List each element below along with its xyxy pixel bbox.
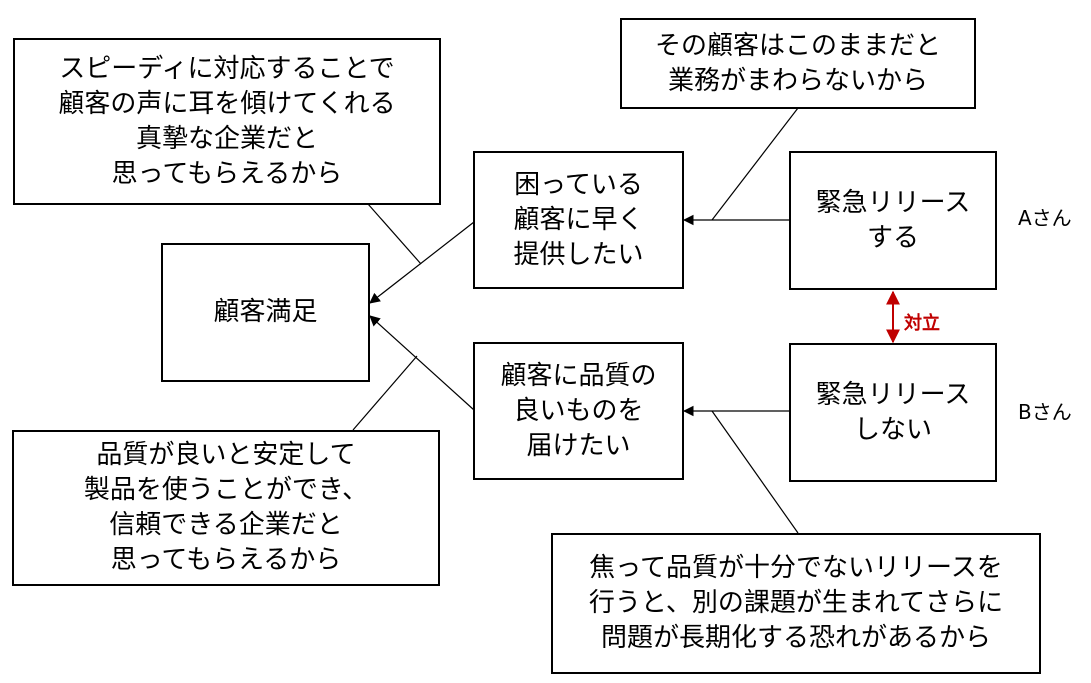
quality-delivery-box: 顧客に品質の 良いものを 届けたい [473,342,684,480]
person-a-label: Aさん [1018,206,1072,230]
fast-delivery-box: 困っている 顧客に早く 提供したい [473,151,684,289]
connector-reason-risk [711,410,799,534]
connector-reason-speedy [367,203,422,265]
reason-speedy-box: スピーディに対応することで 顧客の声に耳を傾けてくれる 真摯な企業だと 思っても… [13,38,441,205]
arrow-quality-to-satisfaction [369,315,475,411]
reason-business-box: その顧客はこのままだと 業務がまわらないから [620,18,976,109]
satisfaction-box: 顧客満足 [161,243,370,382]
release-no-urgent-box: 緊急リリース しない [789,343,997,482]
release-urgent-box: 緊急リリース する [789,151,997,290]
reason-quality-box: 品質が良いと安定して 製品を使うことができ、 信頼できる企業だと 思ってもらえる… [12,430,440,586]
arrow-fast-to-satisfaction [369,221,475,304]
conflict-label: 対立 [904,313,940,334]
connector-reason-quality [352,355,418,431]
person-b-label: Bさん [1018,400,1072,424]
connector-reason-business [711,107,799,221]
reason-risk-box: 焦って品質が十分でないリリースを 行うと、別の課題が生まれてさらに 問題が長期化… [551,533,1041,674]
